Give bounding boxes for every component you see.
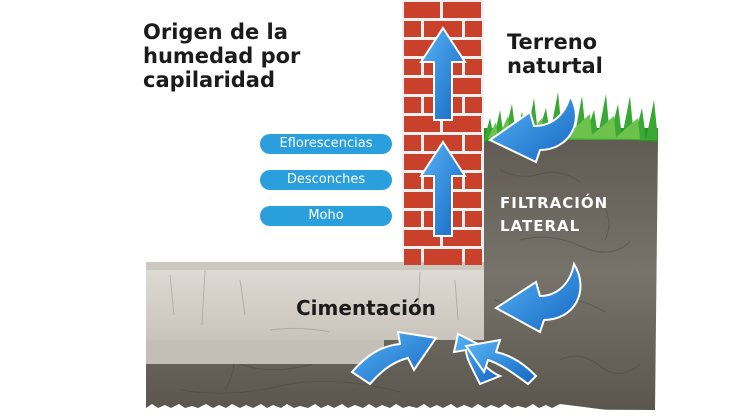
brick [465, 135, 482, 151]
up-arrow-lower [419, 140, 467, 237]
brick [465, 211, 482, 227]
brick [404, 97, 421, 113]
brick [404, 135, 421, 151]
lateral-filtration-label: FILTRACIÓN LATERAL [500, 194, 609, 235]
brick [465, 59, 482, 75]
bottom-arrow-right [464, 338, 538, 386]
diagram-title: Origen de la humedad por capilaridad [143, 20, 301, 92]
brick [443, 2, 481, 18]
brick [465, 97, 482, 113]
brick [404, 249, 421, 265]
brick [465, 173, 482, 189]
brick [404, 230, 440, 246]
brick [465, 249, 482, 265]
lateral-arrow-top [488, 93, 577, 164]
brick [404, 21, 421, 37]
foundation-slab [146, 262, 484, 340]
brick [404, 211, 421, 227]
brick [465, 21, 482, 37]
lateral-arrow-middle [494, 261, 582, 334]
brick [404, 59, 421, 75]
brick [424, 249, 462, 265]
brick [404, 173, 421, 189]
foundation-footing [146, 340, 384, 364]
brick [404, 116, 440, 132]
terrain-label: Terreno naturtal [507, 30, 603, 78]
effect-badge-spalling: Desconches [260, 170, 392, 190]
up-arrow-upper [419, 26, 467, 121]
brick [404, 192, 440, 208]
brick [404, 2, 440, 18]
effect-badge-mold: Moho [260, 206, 392, 226]
concrete-texture [169, 269, 459, 333]
foundation-label: Cimentación [296, 296, 436, 320]
brick [404, 78, 440, 94]
effect-badge-efflorescence: Eflorescencias [260, 134, 392, 154]
bottom-arrow-left [350, 330, 438, 386]
soil-bottom-edge [146, 404, 655, 416]
